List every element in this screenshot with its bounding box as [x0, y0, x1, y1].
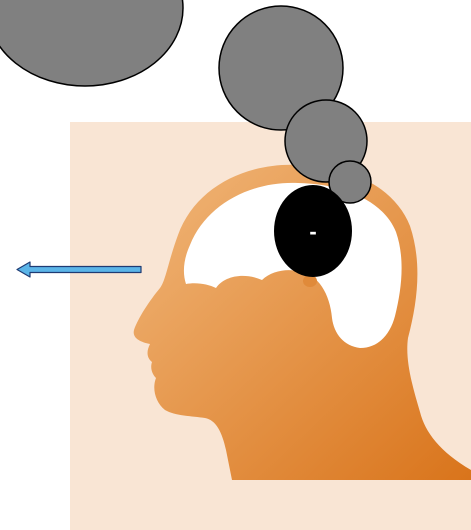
large-thought-bubble	[0, 0, 183, 86]
marker-label: -	[309, 219, 316, 244]
